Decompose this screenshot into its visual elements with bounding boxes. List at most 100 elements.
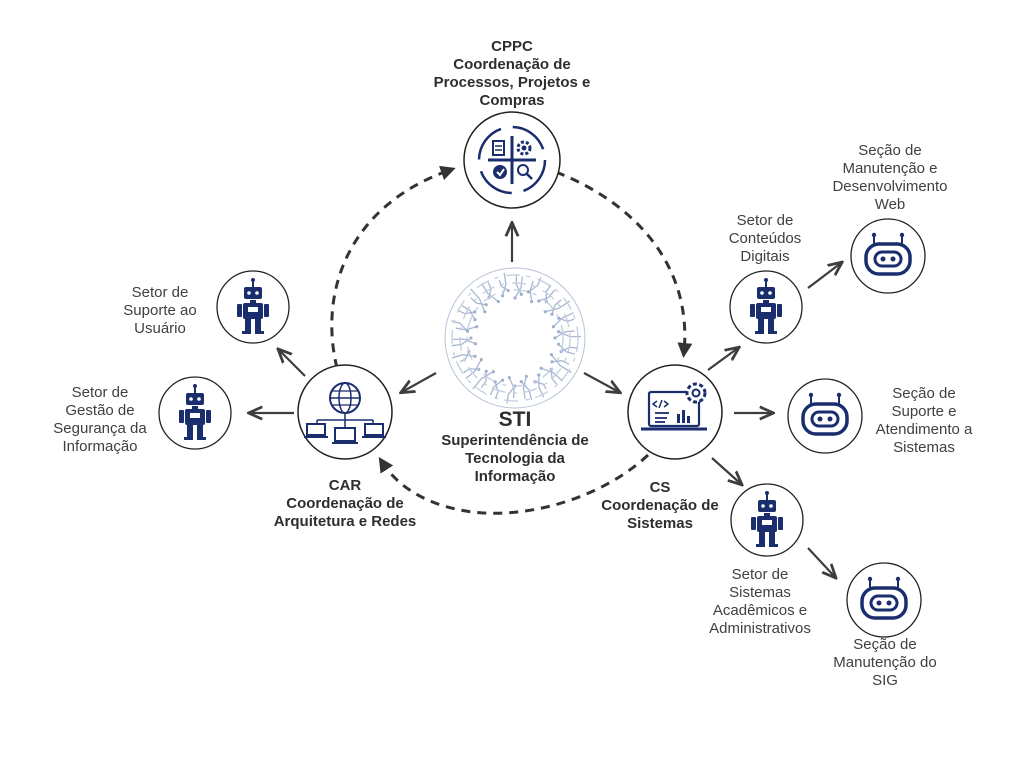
- unit-label-line: Setor de: [731, 566, 789, 583]
- circuit-node: [469, 336, 473, 340]
- code-monitor-icon: [641, 382, 707, 431]
- circuit-node: [553, 336, 557, 340]
- manut-web-node: [850, 218, 926, 294]
- network-globe-icon: [304, 382, 386, 444]
- unit-label-line: SIG: [872, 672, 898, 689]
- conteudos-label: Setor de Conteúdos Digitais: [715, 212, 815, 266]
- circuit-node: [501, 294, 505, 298]
- circuit-trace: [480, 371, 487, 389]
- circuit-trace: [508, 377, 515, 399]
- circuit-trace: [550, 354, 572, 373]
- cs-label: CS Coordenação de Sistemas: [585, 479, 735, 533]
- unit-label-line: Sistemas: [729, 584, 791, 601]
- unit-label-line: Segurança da: [53, 420, 147, 437]
- unit-label-line: Setor de: [71, 384, 129, 401]
- circuit-node: [484, 369, 488, 373]
- circuit-trace: [538, 374, 545, 398]
- car-name-line: Coordenação de: [286, 495, 404, 512]
- car-label: CAR Coordenação de Arquitetura e Redes: [250, 477, 440, 531]
- unit-label-line: Setor de: [131, 284, 189, 301]
- unit-label-line: Seção de: [853, 636, 917, 653]
- unit-label-line: Suporte e: [891, 403, 957, 420]
- circuit-node: [465, 329, 470, 333]
- process-management-icon: [477, 125, 547, 195]
- cycle-arrow-cs-car: [378, 453, 650, 515]
- circuit-node: [549, 353, 553, 357]
- circuit-node: [473, 310, 477, 314]
- circuit-node: [530, 300, 534, 304]
- circuit-node: [473, 354, 477, 358]
- circuit-node: [473, 342, 477, 346]
- circuit-node: [506, 288, 510, 293]
- circuit-node: [479, 358, 483, 362]
- manut-sig-node: [846, 562, 922, 638]
- sti-name-line: Superintendência de: [441, 432, 589, 449]
- circuit-node: [484, 303, 488, 307]
- circuit-node: [537, 373, 541, 377]
- unit-label-line: Desenvolvimento: [832, 178, 948, 195]
- unit-label-line: Web: [874, 196, 906, 213]
- sti-abbr: STI: [498, 408, 532, 431]
- unit-label-line: Gestão de: [65, 402, 135, 419]
- circuit-ring: [466, 289, 564, 387]
- cs-name-line: Coordenação de: [601, 497, 719, 514]
- cs-abbr: CS: [649, 479, 671, 496]
- sti-name-line: Informação: [474, 468, 556, 485]
- circuit-trace: [470, 297, 487, 306]
- circuit-ring: [459, 282, 571, 394]
- suporte-usuario-node: [216, 270, 290, 344]
- circuit-node: [519, 380, 523, 384]
- circuit-trace: [540, 367, 563, 382]
- circuit-node: [519, 292, 523, 296]
- circuit-trace: [545, 300, 571, 313]
- unit-label-line: Manutenção do: [833, 654, 937, 671]
- circuit-node: [501, 378, 505, 382]
- circuit-trace: [465, 359, 482, 380]
- circuit-trace: [551, 299, 562, 315]
- unit-label-line: Digitais: [740, 248, 790, 265]
- manut-sig-label: Seção de Manutenção do SIG: [822, 636, 948, 690]
- sti-label: STI Superintendência de Tecnologia da In…: [420, 408, 610, 486]
- circuit-trace: [459, 351, 470, 363]
- circuit-trace: [451, 337, 472, 347]
- circuit-trace: [520, 381, 533, 400]
- arrow-cs-academicos: [711, 457, 741, 484]
- cycle-arrow-cppc-cs: [555, 170, 693, 358]
- arrow-car-suporte: [279, 350, 306, 377]
- sti-name-line: Tecnologia da: [465, 450, 565, 467]
- unit-label-line: Manutenção e: [842, 160, 938, 177]
- circuit-node: [557, 330, 561, 334]
- car-abbr: CAR: [328, 477, 362, 494]
- arrow-academicos-sig: [807, 547, 835, 577]
- circuit-trace: [522, 376, 527, 400]
- circuit-node: [513, 296, 517, 300]
- circuit-node: [557, 342, 561, 346]
- arrow-sti-car: [402, 372, 437, 392]
- suporte-sistemas-node: [787, 378, 863, 454]
- seguranca-node: [158, 376, 232, 450]
- circuit-trace: [494, 381, 499, 400]
- circuit-node: [551, 325, 555, 329]
- circuit-node: [537, 299, 541, 303]
- circuit-node: [550, 312, 554, 316]
- circuit-trace: [538, 289, 556, 302]
- circuit-node: [539, 366, 543, 370]
- unit-label-line: Acadêmicos e: [712, 602, 808, 619]
- circuit-trace: [489, 379, 503, 396]
- circuit-trace: [554, 330, 575, 339]
- unit-label-line: Usuário: [134, 320, 186, 337]
- cppc-name-line: Compras: [479, 92, 545, 109]
- arrow-conteudos-web: [807, 263, 841, 289]
- cppc-name-line: Coordenação de: [453, 56, 571, 73]
- circuit-node: [526, 290, 531, 294]
- unit-label-line: Setor de: [736, 212, 794, 229]
- cs-name-line: Sistemas: [627, 515, 693, 532]
- unit-label-line: Sistemas: [893, 439, 955, 456]
- conteudos-node: [729, 270, 803, 344]
- circuit-node: [524, 374, 528, 378]
- circuit-trace: [481, 283, 499, 303]
- unit-label-line: Seção de: [858, 142, 922, 159]
- cs-node: [627, 364, 723, 460]
- circuit-node: [543, 310, 547, 314]
- circuit-trace: [529, 280, 534, 302]
